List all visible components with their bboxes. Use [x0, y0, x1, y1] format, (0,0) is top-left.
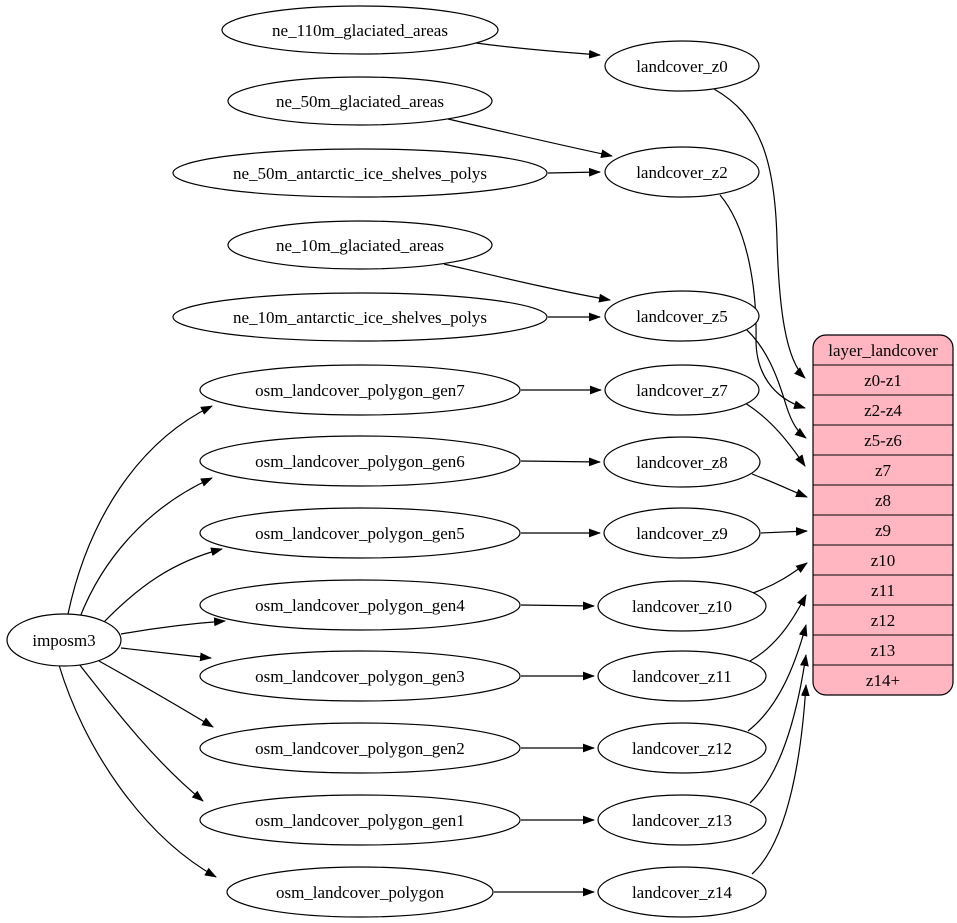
node-ne-110m-glaciated-areas: ne_110m_glaciated_areas [221, 5, 499, 55]
edge-imposm3-to-gen4 [120, 617, 226, 635]
node-landcover-z0: landcover_z0 [604, 40, 760, 92]
node-label: landcover_z2 [636, 163, 728, 182]
node-label: landcover_z5 [636, 307, 728, 326]
edge-z8-to-row [751, 473, 808, 498]
edge-imposm3-to-polygon [58, 664, 217, 878]
table-row-z7: z7 [875, 461, 892, 480]
node-label: ne_10m_glaciated_areas [276, 236, 444, 255]
node-label: landcover_z14 [632, 883, 733, 902]
node-landcover-z14: landcover_z14 [597, 866, 767, 918]
edge-imposm3-to-gen5 [102, 547, 223, 624]
edge-z7-to-row [744, 402, 806, 467]
edge-z0-to-row [713, 88, 806, 379]
edge-z5-to-row [739, 323, 807, 439]
node-landcover-z5: landcover_z5 [604, 290, 760, 342]
edge-ne10m-glac-to-z5 [443, 263, 611, 303]
table-row-z2-z4: z2-z4 [864, 401, 902, 420]
edge-z9-to-row [760, 527, 808, 536]
node-label: landcover_z7 [636, 381, 728, 400]
node-label: osm_landcover_polygon_gen1 [255, 811, 465, 830]
edge-ne110m-to-z0 [475, 42, 601, 59]
edge-imposm3-to-gen2 [98, 660, 214, 728]
node-osm-landcover-polygon-gen7: osm_landcover_polygon_gen7 [199, 364, 521, 416]
edge-z11-to-row [749, 594, 807, 662]
node-label: ne_10m_antarctic_ice_shelves_polys [233, 308, 487, 327]
table-title: layer_landcover [828, 341, 938, 360]
edge-group-importer [58, 405, 226, 878]
edge-group-table [713, 88, 810, 875]
node-label: osm_landcover_polygon [276, 883, 445, 902]
node-osm-landcover-polygon: osm_landcover_polygon [226, 866, 494, 918]
node-label: landcover_z12 [632, 739, 732, 758]
table-row-z8: z8 [875, 491, 891, 510]
edge-z2-to-row [719, 194, 806, 410]
node-osm-landcover-polygon-gen6: osm_landcover_polygon_gen6 [199, 435, 521, 487]
node-label: osm_landcover_polygon_gen4 [255, 596, 465, 615]
node-label: landcover_z11 [632, 667, 731, 686]
table-row-z10: z10 [871, 551, 896, 570]
node-ne-10m-antarctic-ice-shelves-polys: ne_10m_antarctic_ice_shelves_polys [172, 292, 548, 342]
node-label: ne_110m_glaciated_areas [272, 21, 448, 40]
node-label: landcover_z9 [636, 524, 728, 543]
node-osm-landcover-polygon-gen5: osm_landcover_polygon_gen5 [199, 507, 521, 559]
node-label: osm_landcover_polygon_gen7 [255, 381, 465, 400]
node-osm-landcover-polygon-gen2: osm_landcover_polygon_gen2 [199, 722, 521, 774]
node-imposm3-label: imposm3 [32, 631, 95, 650]
node-landcover-z2: landcover_z2 [604, 146, 760, 198]
node-imposm3: imposm3 [6, 613, 122, 667]
node-label: osm_landcover_polygon_gen6 [255, 452, 465, 471]
edge-imposm3-to-gen3 [120, 647, 212, 662]
node-landcover-z9: landcover_z9 [603, 507, 761, 559]
table-row-z12: z12 [871, 611, 896, 630]
edge-gen4-to-z10 [520, 601, 595, 611]
edge-z13-to-row [749, 654, 809, 804]
table-row-z5-z6: z5-z6 [864, 431, 902, 450]
node-landcover-z13: landcover_z13 [597, 794, 767, 846]
node-landcover-z10: landcover_z10 [597, 580, 767, 632]
edge-group-sources [443, 42, 613, 897]
node-label: ne_50m_antarctic_ice_shelves_polys [233, 164, 487, 183]
node-osm-landcover-polygon-gen1: osm_landcover_polygon_gen1 [199, 794, 521, 846]
edge-z12-to-row [747, 624, 808, 732]
node-label: landcover_z10 [632, 597, 732, 616]
edge-imposm3-to-gen6 [79, 477, 213, 618]
node-label: landcover_z13 [632, 811, 732, 830]
node-landcover-z7: landcover_z7 [604, 364, 760, 416]
node-label: osm_landcover_polygon_gen2 [255, 739, 465, 758]
node-label: osm_landcover_polygon_gen3 [255, 667, 465, 686]
table-layer-landcover: layer_landcover z0-z1 z2-z4 z5-z6 z7 z8 … [812, 334, 954, 696]
node-ne-50m-glaciated-areas: ne_50m_glaciated_areas [227, 76, 493, 126]
edge-imposm3-to-gen1 [78, 663, 204, 802]
table-row-z11: z11 [871, 581, 895, 600]
table-row-z0-z1: z0-z1 [864, 371, 902, 390]
edge-z14-to-row [751, 684, 810, 875]
table-row-z9: z9 [875, 521, 891, 540]
edge-imposm3-to-gen7 [67, 405, 213, 615]
node-label: osm_landcover_polygon_gen5 [255, 524, 465, 543]
edge-ne50m-ant-to-z2 [547, 167, 601, 177]
node-landcover-z12: landcover_z12 [597, 722, 767, 774]
node-label: ne_50m_glaciated_areas [276, 92, 444, 111]
node-label: landcover_z8 [636, 453, 728, 472]
edge-z10-to-row [752, 562, 808, 594]
node-ne-10m-glaciated-areas: ne_10m_glaciated_areas [227, 220, 493, 270]
node-landcover-z8: landcover_z8 [603, 436, 761, 488]
node-ne-50m-antarctic-ice-shelves-polys: ne_50m_antarctic_ice_shelves_polys [172, 148, 548, 198]
node-landcover-z11: landcover_z11 [597, 650, 767, 702]
table-row-z14plus: z14+ [866, 671, 900, 690]
edge-ne50m-glac-to-z2 [447, 118, 613, 159]
edge-gen6-to-z8 [520, 457, 601, 467]
node-label: landcover_z0 [636, 57, 728, 76]
node-osm-landcover-polygon-gen4: osm_landcover_polygon_gen4 [199, 579, 521, 631]
table-row-z13: z13 [871, 641, 896, 660]
node-osm-landcover-polygon-gen3: osm_landcover_polygon_gen3 [199, 650, 521, 702]
